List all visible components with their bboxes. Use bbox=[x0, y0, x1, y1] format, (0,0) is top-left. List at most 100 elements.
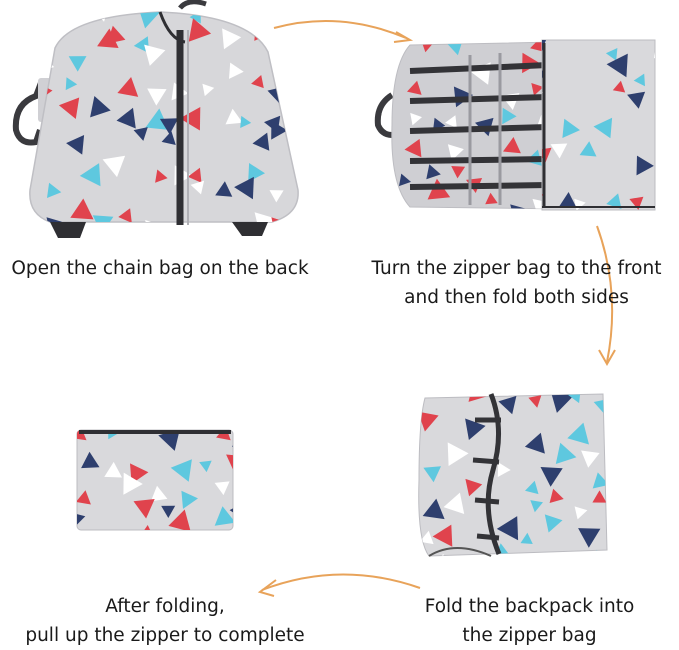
fabric-triangle bbox=[65, 77, 78, 91]
fabric-triangle bbox=[170, 459, 192, 482]
fabric-triangle bbox=[418, 411, 439, 432]
fabric-triangle bbox=[559, 192, 577, 208]
fabric-triangle bbox=[550, 394, 574, 413]
fabric-triangle bbox=[70, 198, 94, 220]
fabric-triangle bbox=[77, 490, 91, 505]
fabric-triangle bbox=[308, 95, 310, 118]
fabric-triangle bbox=[492, 543, 514, 556]
fabric-triangle bbox=[497, 462, 511, 477]
fabric-triangle bbox=[299, 52, 310, 71]
fabric-triangle bbox=[528, 558, 540, 561]
fabric-triangle bbox=[592, 490, 607, 503]
fabric-triangle bbox=[520, 532, 533, 544]
fabric-triangle bbox=[592, 549, 605, 556]
fabric-triangle bbox=[229, 62, 244, 79]
fabric-triangle bbox=[476, 209, 500, 210]
fabric-triangle bbox=[578, 528, 601, 548]
fabric-triangle bbox=[531, 83, 544, 96]
fabric-triangle bbox=[629, 196, 644, 210]
fabric-triangle bbox=[222, 28, 242, 50]
fabric-triangle bbox=[116, 107, 136, 129]
fabric-triangle bbox=[578, 213, 596, 215]
fabric-triangle bbox=[179, 107, 201, 131]
fabric-triangle bbox=[465, 418, 486, 440]
fabric-triangle bbox=[215, 181, 233, 197]
fabric-triangle bbox=[159, 118, 179, 135]
fabric-triangle bbox=[503, 137, 521, 154]
fabric-triangle bbox=[11, 23, 26, 40]
fabric-triangle bbox=[161, 505, 176, 518]
fabric-triangle bbox=[606, 53, 628, 78]
fabric-triangle bbox=[370, 138, 379, 149]
step-4-caption: After folding, pull up the zipper to com… bbox=[0, 592, 330, 650]
fabric-triangle bbox=[540, 467, 563, 487]
fabric-triangle bbox=[496, 516, 519, 541]
fabric-triangle bbox=[579, 141, 597, 157]
fabric-triangle bbox=[372, 174, 391, 191]
fabric-triangle bbox=[549, 488, 564, 503]
fabric-triangle bbox=[214, 506, 233, 526]
curved-arrow-icon bbox=[257, 573, 421, 597]
fabric-triangle bbox=[296, 235, 310, 240]
fabric-triangle bbox=[593, 117, 613, 139]
fabric-triangle bbox=[524, 432, 545, 454]
fabric-triangle bbox=[187, 167, 202, 183]
fabric-triangle bbox=[10, 225, 27, 240]
fabric-triangle bbox=[606, 193, 622, 209]
fabric-triangle bbox=[581, 450, 600, 468]
fabric-triangle bbox=[35, 230, 50, 241]
fabric-triangle bbox=[124, 237, 141, 240]
fabric-triangle bbox=[550, 143, 568, 159]
fabric-triangle bbox=[502, 107, 517, 125]
fabric-triangle bbox=[283, 0, 298, 10]
fabric-triangle bbox=[150, 485, 168, 502]
caption-text: Fold the backpack into the zipper bag bbox=[424, 596, 635, 646]
backpack-folded-into-pouch-image bbox=[418, 393, 608, 561]
fabric-triangle bbox=[147, 88, 167, 106]
fabric-triangle bbox=[530, 500, 543, 513]
fabric-triangle bbox=[428, 35, 452, 44]
fabric-triangle bbox=[161, 131, 176, 145]
curved-arrow-icon bbox=[273, 19, 414, 43]
fabric-triangle bbox=[271, 120, 288, 140]
fabric-triangle bbox=[582, 555, 603, 556]
fabric-triangle bbox=[472, 558, 495, 561]
fabric-triangle bbox=[77, 512, 86, 528]
fabric-triangle bbox=[14, 45, 29, 61]
fabric-triangle bbox=[447, 442, 469, 466]
fabric-triangle bbox=[155, 169, 168, 183]
fabric-triangle bbox=[226, 454, 233, 470]
fabric-triangle bbox=[38, 19, 55, 36]
fabric-triangle bbox=[525, 480, 539, 495]
caption-text: Open the chain bag on the back bbox=[11, 258, 309, 279]
fabric-triangle bbox=[612, 80, 626, 93]
fabric-triangle bbox=[245, 12, 266, 18]
caption-text: Turn the zipper bag to the front and the… bbox=[371, 258, 662, 308]
fabric-triangle bbox=[83, 531, 99, 533]
fabric-triangle bbox=[102, 155, 126, 178]
fabric-triangle bbox=[567, 422, 589, 445]
fabric-triangle bbox=[404, 138, 422, 158]
fabric-triangle bbox=[422, 498, 445, 520]
fabric-triangle bbox=[633, 73, 645, 87]
fabric-triangle bbox=[370, 144, 387, 164]
finished-pouch-image bbox=[76, 429, 234, 533]
fabric-triangle bbox=[447, 144, 464, 161]
fabric-triangle bbox=[214, 481, 230, 496]
caption-text: After folding, pull up the zipper to com… bbox=[25, 596, 305, 646]
fabric-triangle bbox=[47, 182, 62, 198]
fabric-triangle bbox=[252, 132, 270, 151]
fabric-triangle bbox=[248, 163, 265, 182]
fabric-triangle bbox=[379, 188, 398, 206]
fabric-triangle bbox=[605, 48, 618, 61]
fabric-triangle bbox=[123, 472, 143, 495]
curved-arrow-icon bbox=[596, 225, 616, 367]
fabric-triangle bbox=[658, 171, 660, 191]
fabric-triangle bbox=[574, 506, 588, 520]
fabric-triangle bbox=[443, 492, 465, 514]
fabric-triangle bbox=[68, 56, 87, 72]
fabric-triangle bbox=[445, 115, 457, 128]
fabric-triangle bbox=[251, 75, 264, 89]
fabric-triangle bbox=[465, 478, 483, 497]
